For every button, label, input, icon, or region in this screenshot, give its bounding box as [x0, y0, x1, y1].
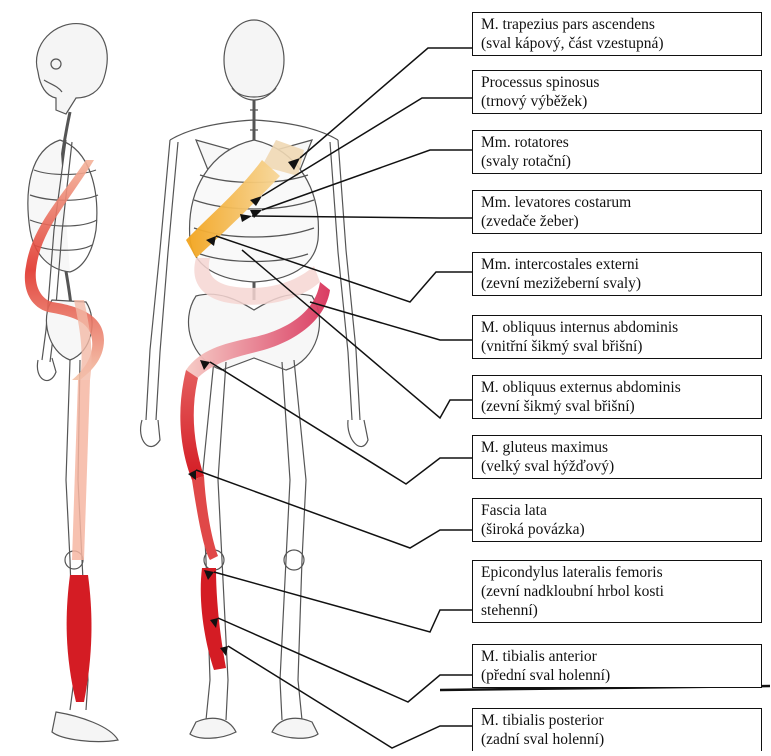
label-czech: (zevní šikmý sval břišní)	[481, 397, 755, 416]
label-latin: Processus spinosus	[481, 73, 755, 92]
label-czech: (zadní sval holenní)	[481, 730, 755, 749]
label-latin: Epicondylus lateralis femoris	[481, 563, 755, 582]
label-obliquus-externus: M. obliquus externus abdominis (zevní ši…	[472, 375, 762, 419]
label-tibialis-anterior: M. tibialis anterior (přední sval holenn…	[472, 644, 762, 688]
label-obliquus-internus: M. obliquus internus abdominis (vnitřní …	[472, 315, 762, 359]
label-epicondylus: Epicondylus lateralis femoris (zevní nad…	[472, 560, 762, 623]
label-czech: (vnitřní šikmý sval břišní)	[481, 337, 755, 356]
label-czech: (svaly rotační)	[481, 152, 755, 171]
label-czech: (zevní mezižeberní svaly)	[481, 274, 755, 293]
label-levatores-costarum: Mm. levatores costarum (zvedače žeber)	[472, 190, 762, 234]
label-czech: (velký sval hýžďový)	[481, 457, 755, 476]
label-latin: M. tibialis anterior	[481, 647, 755, 666]
label-processus-spinosus: Processus spinosus (trnový výběžek)	[472, 70, 762, 114]
label-latin: M. gluteus maximus	[481, 438, 755, 457]
label-tibialis-posterior: M. tibialis posterior (zadní sval holenn…	[472, 708, 762, 751]
label-czech: (zvedače žeber)	[481, 212, 755, 231]
back-view-skeleton	[141, 20, 368, 738]
label-latin: M. trapezius pars ascendens	[481, 15, 755, 34]
label-latin: Mm. rotatores	[481, 133, 755, 152]
label-trapezius: M. trapezius pars ascendens (sval kápový…	[472, 12, 762, 56]
label-latin: M. obliquus externus abdominis	[481, 378, 755, 397]
label-czech: (přední sval holenní)	[481, 666, 755, 685]
label-latin: Mm. intercostales externi	[481, 255, 755, 274]
label-czech: (sval kápový, část vzestupná)	[481, 34, 755, 53]
label-intercostales: Mm. intercostales externi (zevní mezižeb…	[472, 252, 762, 296]
label-czech: (zevní nadkloubní hrbol kosti	[481, 582, 755, 601]
label-latin: M. obliquus internus abdominis	[481, 318, 755, 337]
label-czech: (trnový výběžek)	[481, 92, 755, 111]
label-gluteus-maximus: M. gluteus maximus (velký sval hýžďový)	[472, 435, 762, 479]
label-latin: M. tibialis posterior	[481, 711, 755, 730]
label-czech-continued: stehenní)	[481, 601, 755, 620]
label-czech: (široká povázka)	[481, 520, 755, 539]
label-latin: Mm. levatores costarum	[481, 193, 755, 212]
label-rotatores: Mm. rotatores (svaly rotační)	[472, 130, 762, 174]
label-latin: Fascia lata	[481, 501, 755, 520]
label-fascia-lata: Fascia lata (široká povázka)	[472, 498, 762, 542]
